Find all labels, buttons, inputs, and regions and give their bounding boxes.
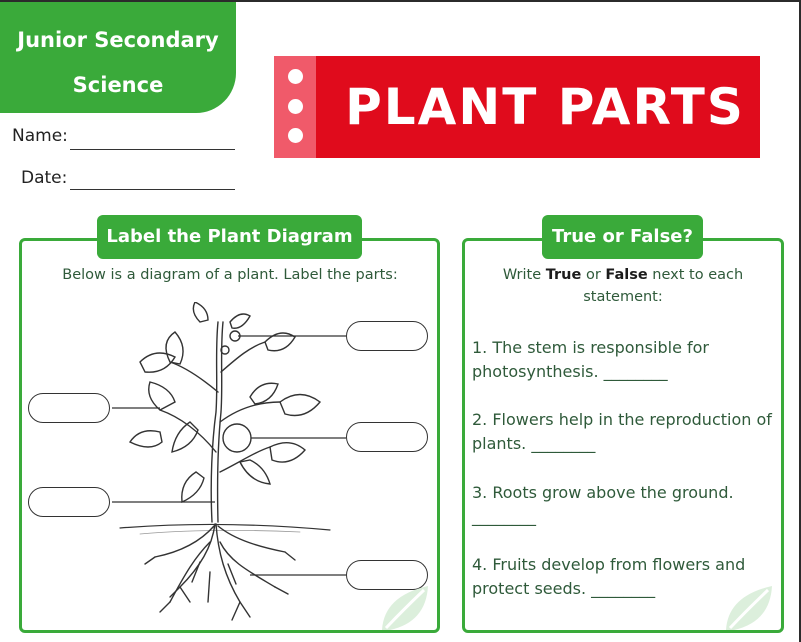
statement-text: 4. Fruits develop from flowers and prote… — [472, 555, 746, 598]
answer-blank[interactable]: ________ — [603, 362, 668, 381]
diagram-instruction: Below is a diagram of a plant. Label the… — [62, 267, 398, 283]
statement-text: 3. Roots grow above the ground. — [472, 483, 734, 502]
statement-item: 1. The stem is responsible for photosynt… — [472, 336, 777, 384]
instruction-text: Write — [502, 267, 546, 283]
label-box-leaf[interactable] — [28, 393, 110, 423]
statement-item: 3. Roots grow above the ground. ________ — [472, 481, 777, 529]
diagram-panel-heading: Label the Plant Diagram — [97, 215, 362, 259]
banner-dot-icon — [288, 69, 303, 84]
true-false-panel — [462, 238, 784, 633]
statement-text: 2. Flowers help in the reproduction of p… — [472, 410, 772, 453]
true-false-heading: True or False? — [542, 215, 703, 259]
false-keyword: False — [605, 267, 648, 283]
true-false-instruction: Write True or False next to each stateme… — [477, 264, 769, 308]
page-title: PLANT PARTS — [345, 78, 745, 136]
subject-line-2: Science — [72, 73, 164, 97]
statement-text: 1. The stem is responsible for photosynt… — [472, 338, 709, 381]
name-label: Name: — [12, 126, 68, 146]
answer-blank[interactable]: ________ — [591, 579, 656, 598]
leaf-decoration-icon — [382, 586, 428, 630]
instruction-text: or — [581, 267, 606, 283]
date-field: Date: — [21, 168, 67, 188]
statement-item: 4. Fruits develop from flowers and prote… — [472, 553, 777, 601]
title-banner: PLANT PARTS — [274, 56, 760, 158]
subject-tab: Junior Secondary Science — [0, 2, 236, 113]
label-box-flower[interactable] — [346, 321, 428, 351]
banner-dot-icon — [288, 99, 303, 114]
banner-background — [316, 56, 760, 158]
date-label: Date: — [21, 168, 68, 188]
statement-item: 2. Flowers help in the reproduction of p… — [472, 408, 777, 456]
subject-line-1: Junior Secondary — [17, 28, 219, 52]
answer-blank[interactable]: ________ — [531, 434, 596, 453]
label-box-fruit[interactable] — [346, 422, 428, 452]
leaf-decoration-icon — [726, 586, 772, 630]
name-line[interactable] — [70, 148, 235, 150]
name-field: Name: — [12, 126, 68, 146]
answer-blank[interactable]: ________ — [472, 507, 536, 526]
plant-diagram — [112, 302, 346, 621]
label-box-root[interactable] — [346, 560, 428, 590]
label-box-stem[interactable] — [28, 487, 110, 517]
date-line[interactable] — [70, 188, 235, 190]
instruction-text: next to each statement: — [583, 267, 744, 305]
banner-dot-icon — [288, 128, 303, 143]
true-keyword: True — [545, 267, 582, 283]
